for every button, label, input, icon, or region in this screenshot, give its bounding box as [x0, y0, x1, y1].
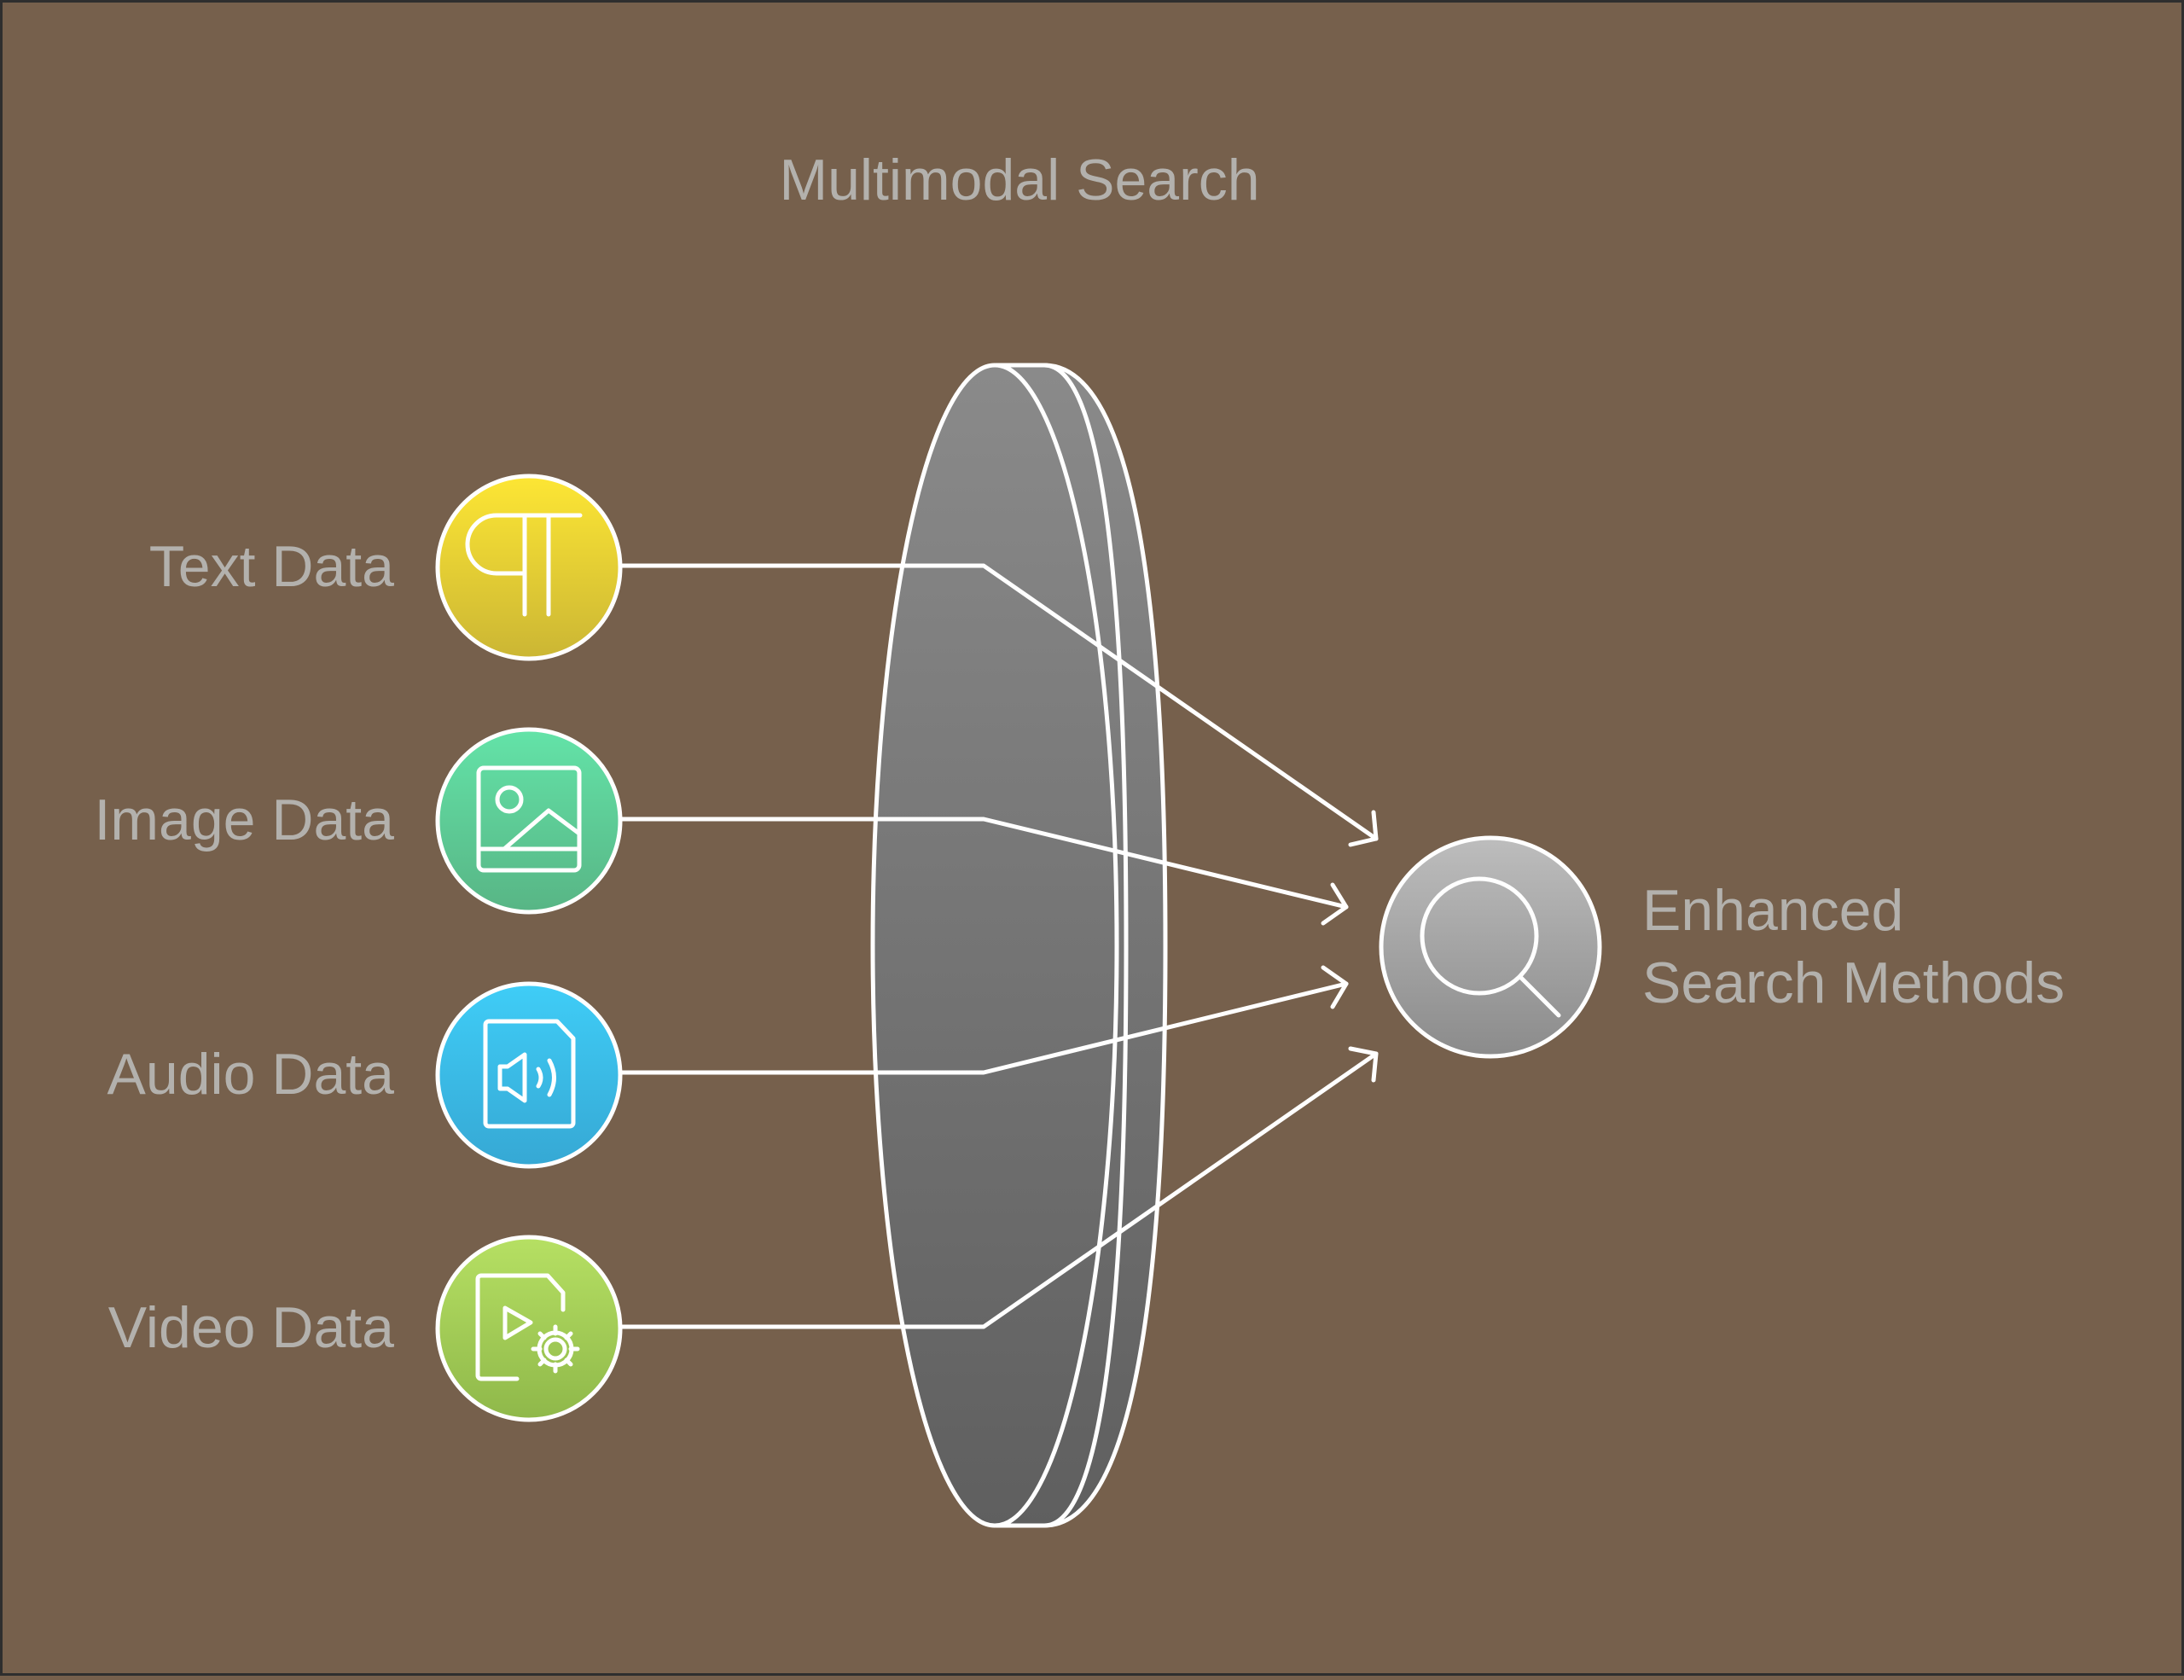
text-data-label: Text Data [149, 534, 394, 599]
arrowhead-audio [1321, 965, 1349, 1009]
input-node-audio: Audio Data [107, 981, 623, 1169]
audio-file-icon [483, 1019, 576, 1129]
video-data-circle [435, 1235, 623, 1422]
connector-text [619, 563, 1379, 841]
image-data-label: Image Data [94, 788, 394, 852]
lens-rim-inner [1043, 363, 1129, 1528]
connector-video [619, 1051, 1379, 1329]
search-icon [1420, 876, 1561, 1018]
arrowhead-image [1321, 882, 1349, 926]
arrowhead-text [1348, 810, 1379, 847]
video-file-settings-icon [475, 1273, 580, 1381]
connectors [619, 563, 1379, 1329]
diagram-title: Multimodal Search [779, 148, 1259, 212]
image-icon [476, 765, 582, 873]
audio-data-label: Audio Data [107, 1042, 395, 1107]
arrowhead-video [1348, 1046, 1379, 1083]
paragraph-icon [465, 513, 583, 617]
audio-data-circle [435, 981, 623, 1169]
text-data-circle [435, 474, 623, 661]
lens [870, 363, 1168, 1528]
output-label-line1: Enhanced [1642, 878, 1903, 943]
video-data-label: Video Data [108, 1295, 394, 1360]
input-node-image: Image Data [94, 727, 623, 915]
image-data-circle [435, 727, 623, 915]
output-label-line2: Search Methods [1642, 950, 2065, 1015]
output-node: Enhanced Search Methods [1379, 835, 2065, 1059]
input-node-text: Text Data [149, 474, 623, 661]
lens-face [870, 363, 1119, 1528]
connector-audio [619, 981, 1349, 1075]
input-node-video: Video Data [108, 1235, 623, 1422]
output-circle [1379, 835, 1602, 1059]
connector-image [619, 817, 1349, 910]
